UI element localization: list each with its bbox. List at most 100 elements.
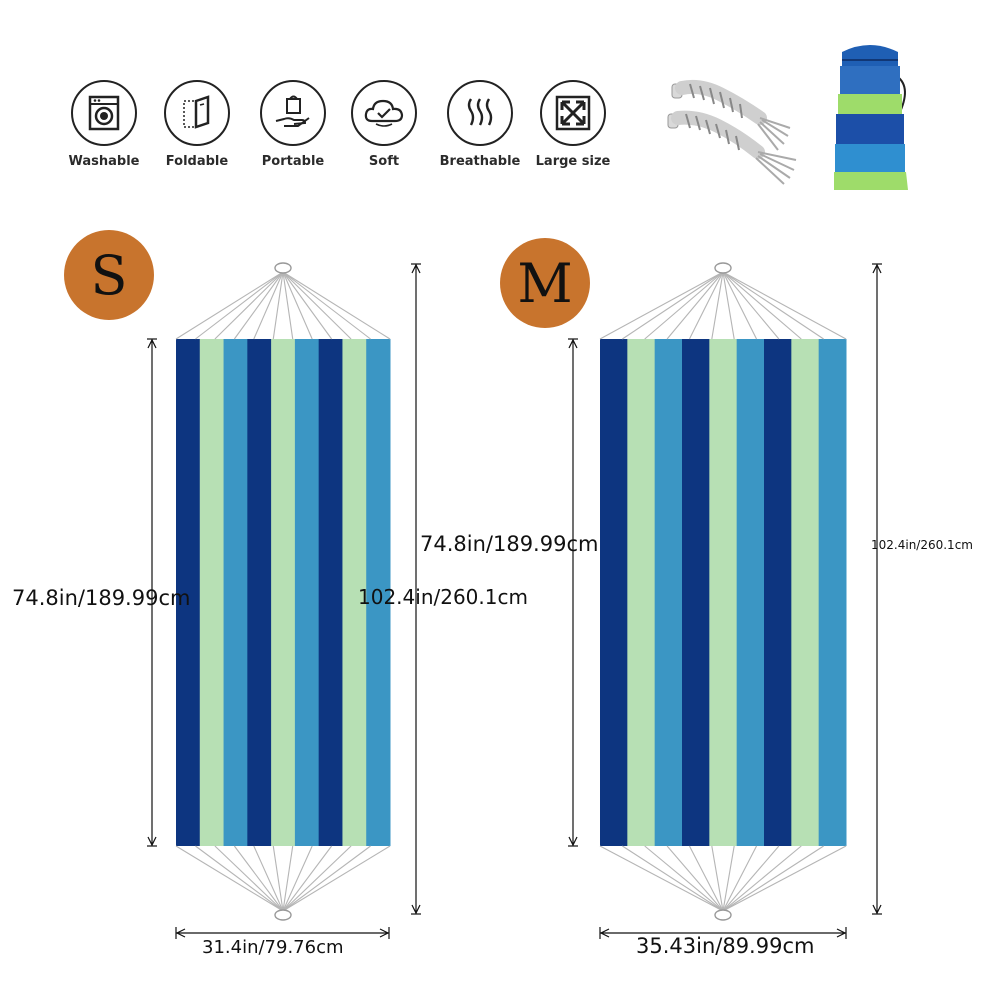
small-hammock-cord-bottom: [214, 845, 284, 912]
medium-hammock-cord-bottom: [711, 845, 724, 912]
medium-hammock-cord-bottom: [722, 845, 824, 912]
medium-hammock-cord-bottom: [622, 845, 724, 912]
medium-hammock-stripe: [654, 339, 683, 846]
cloud-check-icon: [351, 80, 417, 146]
small-hammock-cord-bottom: [272, 845, 284, 912]
small-hammock-cord-top: [272, 271, 284, 340]
medium-hammock-stripe: [736, 339, 765, 846]
medium-total-length-label: 102.4in/260.1cm: [871, 538, 973, 552]
medium-hammock-cord-top: [666, 271, 724, 340]
medium-hammock-cord-bottom: [722, 845, 847, 912]
small-hammock-cord-bottom: [282, 845, 294, 912]
airflow-icon: [447, 80, 513, 146]
small-hammock-stripe: [199, 339, 225, 846]
medium-hammock-cord-bottom: [722, 845, 802, 912]
small-hammock-cord-top: [282, 271, 371, 340]
feature-soft: Soft: [339, 80, 429, 169]
tree-strap-rope-icon: [667, 79, 797, 185]
hand-bag-icon: [260, 80, 326, 146]
medium-width-arrow-head: [836, 928, 847, 938]
small-hammock-stripe: [271, 339, 296, 846]
feature-washable: Washable: [59, 80, 149, 169]
medium-bed-length-label: 74.8in/189.99cm: [420, 532, 599, 556]
medium-hammock-ring-top: [714, 262, 732, 274]
medium-hammock-cord-top: [644, 271, 724, 340]
medium-hammock-stripe: [627, 339, 656, 846]
medium-hammock-cord-top: [688, 271, 724, 340]
medium-hammock-ring-bottom: [714, 909, 732, 921]
small-width-label: 31.4in/79.76cm: [202, 937, 344, 958]
small-hammock-cord-bottom: [233, 845, 284, 912]
small-bed-length-label: 74.8in/189.99cm: [12, 586, 191, 610]
small-hammock-cord-top: [175, 271, 284, 340]
medium-total-length-arrow-head: [872, 904, 882, 915]
folding-icon: [164, 80, 230, 146]
medium-width-label: 35.43in/89.99cm: [636, 934, 815, 958]
small-hammock-cord-top: [195, 271, 284, 340]
medium-hammock-cord-top: [722, 271, 824, 340]
small-hammock-cord-top: [233, 271, 284, 340]
small-hammock-cord-top: [282, 271, 333, 340]
small-hammock-ring-bottom: [274, 909, 292, 921]
small-hammock-stripe: [294, 339, 320, 846]
small-hammock-cord-bottom: [282, 845, 313, 912]
medium-total-length-arrow-head: [872, 263, 882, 274]
medium-bed-length-arrow-head: [568, 338, 578, 349]
feature-breathable: Breathable: [435, 80, 525, 169]
medium-bed-length-arrow-head: [568, 836, 578, 847]
small-bed-length-arrow-head: [147, 338, 157, 349]
small-hammock-stripe: [247, 339, 272, 846]
small-hammock-stripe: [342, 339, 367, 846]
small-hammock-stripe: [366, 339, 391, 846]
medium-hammock-cord-top: [722, 271, 847, 340]
small-hammock-cord-bottom: [282, 845, 371, 912]
medium-hammock-cord-bottom: [599, 845, 724, 912]
small-hammock-cord-bottom: [253, 845, 284, 912]
medium-hammock-cord-top: [722, 271, 802, 340]
small-hammock-cord-top: [253, 271, 284, 340]
medium-hammock-cord-top: [722, 271, 758, 340]
medium-hammock-stripe: [682, 339, 710, 846]
medium-hammock-stripe: [764, 339, 792, 846]
small-hammock-ring-top: [274, 262, 292, 274]
small-hammock-stripe: [223, 339, 248, 846]
medium-hammock-stripe: [818, 339, 847, 846]
carry-bag-icon: [834, 45, 908, 190]
feature-foldable: Foldable: [152, 80, 242, 169]
feature-label: Soft: [368, 154, 400, 169]
expand-arrows-icon: [540, 80, 606, 146]
medium-width-arrow-head: [599, 928, 610, 938]
medium-hammock-cord-bottom: [644, 845, 724, 912]
small-total-length-arrow-head: [411, 263, 421, 274]
medium-hammock-cord-bottom: [666, 845, 724, 912]
medium-hammock-cord-bottom: [722, 845, 735, 912]
medium-hammock-stripe: [709, 339, 738, 846]
size-badge-medium: M: [500, 238, 590, 328]
feature-large-size: Large size: [528, 80, 618, 169]
small-hammock-cord-bottom: [282, 845, 333, 912]
feature-label: Portable: [261, 154, 325, 169]
medium-hammock-cord-bottom: [722, 845, 758, 912]
small-width-arrow-head: [379, 928, 390, 938]
feature-label: Foldable: [165, 154, 229, 169]
medium-hammock-cord-top: [622, 271, 724, 340]
medium-hammock-cord-top: [711, 271, 724, 340]
medium-hammock-stripe: [600, 339, 628, 846]
badge-letter: M: [517, 251, 573, 315]
small-hammock-stripe: [318, 339, 343, 846]
feature-label: Large size: [535, 154, 611, 169]
small-hammock-cord-top: [282, 271, 313, 340]
small-hammock-cord-bottom: [282, 845, 352, 912]
small-hammock-cord-bottom: [175, 845, 284, 912]
small-width-arrow-head: [175, 928, 186, 938]
small-hammock-cord-top: [282, 271, 391, 340]
medium-hammock-cord-top: [722, 271, 735, 340]
small-hammock-cord-top: [282, 271, 352, 340]
washing-machine-icon: [71, 80, 137, 146]
small-total-length-arrow-head: [411, 904, 421, 915]
small-bed-length-arrow-head: [147, 836, 157, 847]
small-hammock-cord-bottom: [282, 845, 391, 912]
small-hammock-cord-top: [214, 271, 284, 340]
